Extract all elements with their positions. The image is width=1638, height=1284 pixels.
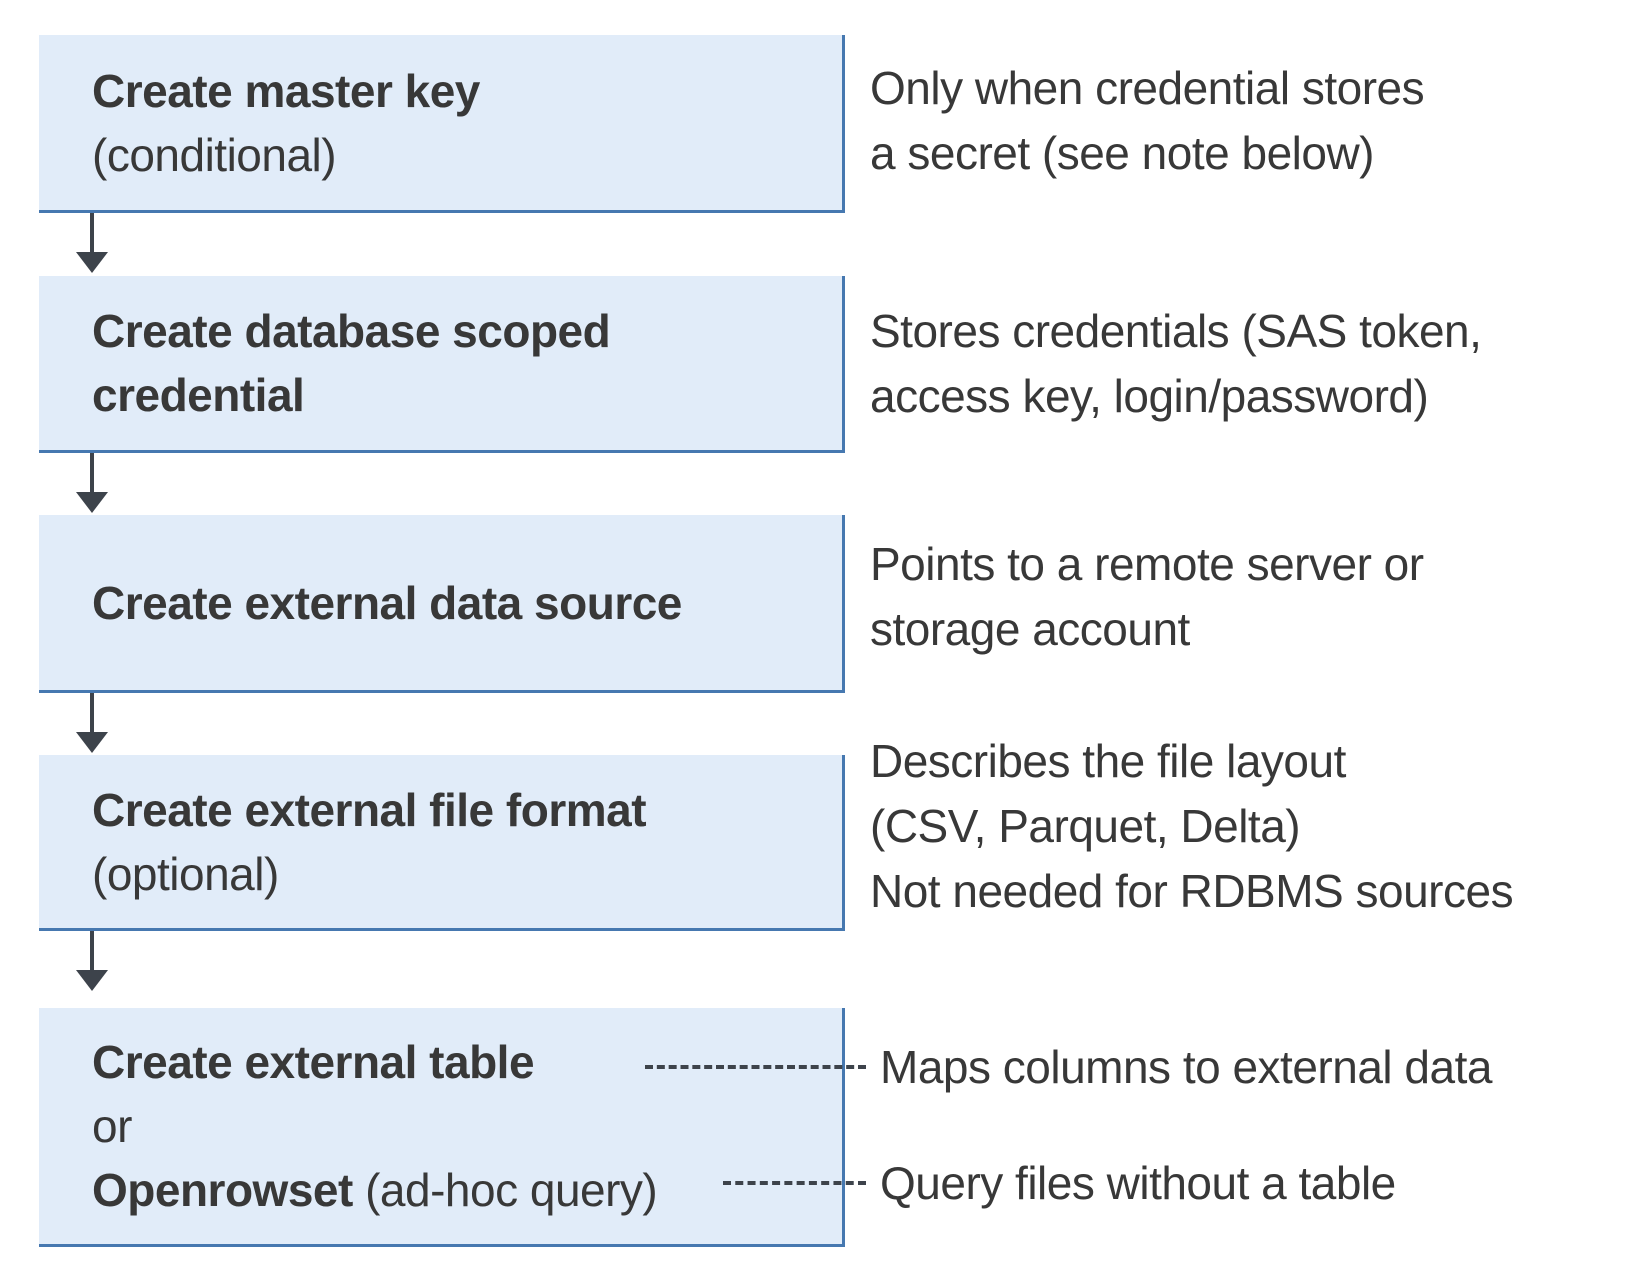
flow-arrow-3 — [76, 693, 108, 753]
note-line: storage account — [870, 603, 1190, 655]
note-line: (CSV, Parquet, Delta) — [870, 800, 1301, 852]
step-alt-line: Openrowset (ad-hoc query) — [92, 1158, 658, 1222]
step-title: Create master key — [92, 64, 480, 117]
step-box-text: Create database scoped credential — [39, 299, 611, 427]
step-box-create-external-table-or-openrowset: Create external table or Openrowset (ad-… — [39, 1008, 845, 1247]
step-box-create-external-file-format: Create external file format (optional) — [39, 755, 845, 931]
note-external-file-format: Describes the file layout (CSV, Parquet,… — [870, 729, 1514, 924]
step-box-text: Create external file format (optional) — [39, 778, 647, 906]
flow-arrow-1 — [76, 213, 108, 273]
flow-arrow-2 — [76, 453, 108, 513]
note-scoped-credential: Stores credentials (SAS token, access ke… — [870, 299, 1482, 429]
step-box-text: Create master key (conditional) — [39, 59, 480, 187]
step-box-text: Create external data source — [39, 571, 682, 635]
step-qualifier: (optional) — [92, 847, 279, 900]
note-line: Points to a remote server or — [870, 538, 1424, 590]
dashed-connector-external-table — [645, 1065, 866, 1069]
note-line: a secret (see note below) — [870, 127, 1375, 179]
note-external-table: Maps columns to external data — [880, 1035, 1492, 1100]
note-line: Only when credential stores — [870, 62, 1425, 114]
arrow-stem — [90, 931, 94, 973]
step-title: Create external table — [92, 1036, 535, 1088]
note-line: Maps columns to external data — [880, 1041, 1492, 1093]
note-openrowset: Query files without a table — [880, 1151, 1396, 1216]
step-title: Create external file format — [92, 783, 647, 836]
step-box-create-master-key: Create master key (conditional) — [39, 35, 845, 213]
note-external-data-source: Points to a remote server or storage acc… — [870, 532, 1424, 662]
arrow-stem — [90, 693, 94, 735]
note-line: Stores credentials (SAS token, — [870, 305, 1482, 357]
step-alt-bold: Openrowset — [92, 1164, 353, 1216]
note-line: Query files without a table — [880, 1157, 1396, 1209]
arrow-head-icon — [76, 732, 108, 753]
note-line: Describes the file layout — [870, 735, 1346, 787]
arrow-head-icon — [76, 252, 108, 273]
step-box-text: Create external table or Openrowset (ad-… — [39, 1030, 658, 1222]
dashed-connector-openrowset — [723, 1181, 866, 1185]
step-box-create-database-scoped-credential: Create database scoped credential — [39, 276, 845, 453]
arrow-head-icon — [76, 492, 108, 513]
arrow-head-icon — [76, 970, 108, 991]
step-title-line2: credential — [92, 369, 305, 421]
step-alt-rest: (ad-hoc query) — [352, 1164, 658, 1216]
note-line: Not needed for RDBMS sources — [870, 865, 1514, 917]
step-qualifier: (conditional) — [92, 128, 337, 181]
arrow-stem — [90, 213, 94, 255]
arrow-stem — [90, 453, 94, 495]
step-or-label: or — [92, 1100, 132, 1152]
note-master-key: Only when credential stores a secret (se… — [870, 56, 1425, 186]
step-title: Create external data source — [92, 576, 682, 629]
flow-arrow-4 — [76, 931, 108, 991]
step-title: Create database scoped — [92, 305, 611, 357]
step-box-create-external-data-source: Create external data source — [39, 515, 845, 693]
note-line: access key, login/password) — [870, 370, 1429, 422]
